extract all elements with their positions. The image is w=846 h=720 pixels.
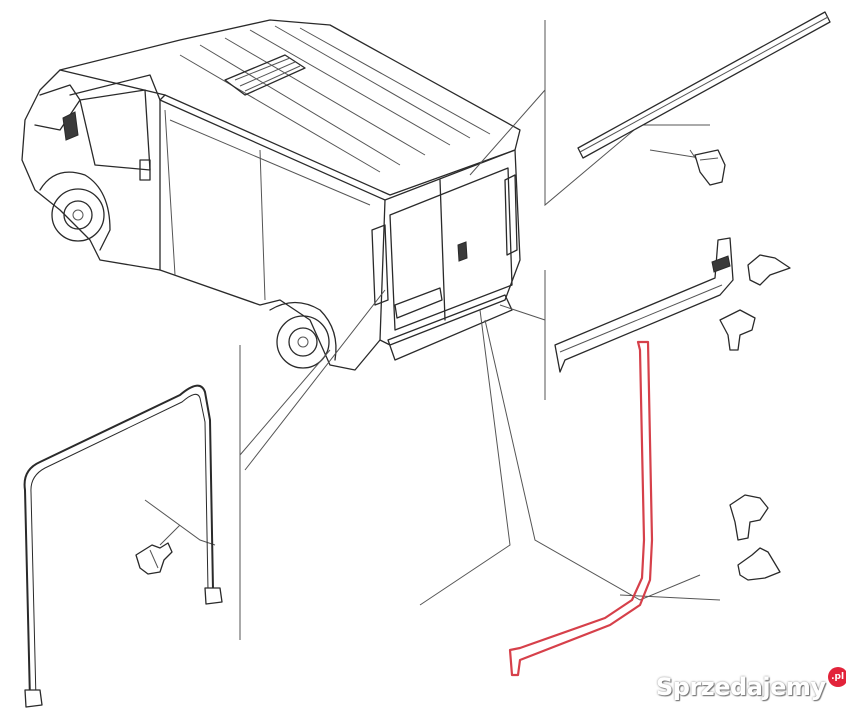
- watermark-badge-icon: .pl: [827, 667, 846, 687]
- van-illustration: [21, 19, 521, 371]
- side-moulding-strip: [554, 237, 791, 373]
- leader-lines: [144, 20, 721, 640]
- rear-door-seal: [23, 384, 223, 708]
- roof-rail-strip: [577, 11, 831, 186]
- fastener-clips: [729, 494, 781, 581]
- highlighted-seal-strip: [508, 340, 654, 677]
- watermark: Sprzedajemy .pl: [656, 667, 846, 702]
- watermark-text: Sprzedajemy: [656, 673, 826, 701]
